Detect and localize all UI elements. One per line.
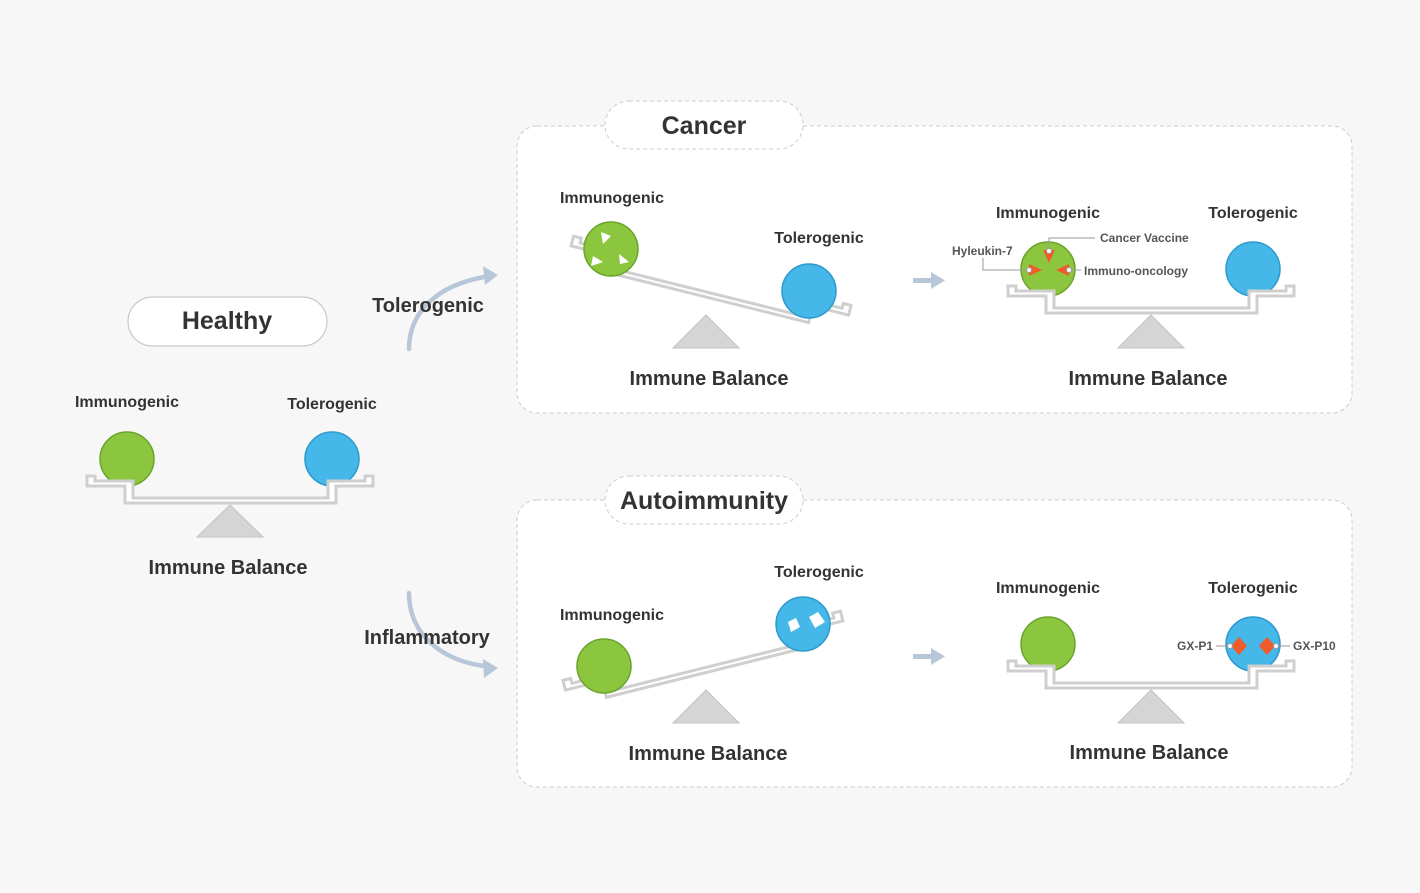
cancer-vaccine-annotation: Cancer Vaccine [1100,231,1189,245]
cancer-before-immunogenic-ball [583,221,639,277]
cancer-before-cell-markers [591,232,629,266]
healthy-immunogenic-ball [99,431,155,487]
autoimmunity-annotation-leaders [1216,643,1290,649]
cancer-before-tolerogenic-ball [781,263,837,319]
cancer-annotation-leaders [982,237,1095,273]
healthy-tolerogenic-ball [304,431,360,487]
healthy-fulcrum [195,504,265,538]
cancer-after-tolerogenic-label: Tolerogenic [1208,205,1298,222]
healthy-scale [85,431,375,538]
autoimmunity-before-cell-markers [788,612,825,632]
cancer-transition-arrow [913,272,945,289]
cancer-after-scale [982,237,1296,349]
autoimmunity-after-balance-label: Immune Balance [1070,742,1229,764]
autoimmunity-before-immunogenic-label: Immunogenic [560,607,664,624]
cancer-before-immunogenic-label: Immunogenic [560,190,664,207]
cancer-title-pill: Cancer [604,100,804,150]
autoimmunity-transition-arrow [913,648,945,665]
autoimmunity-after-scale [1006,616,1296,724]
inflammatory-flow-arrow [406,590,498,678]
inflammatory-flow-label: Inflammatory [364,627,490,649]
autoimmunity-title-pill: Autoimmunity [604,475,804,525]
cancer-after-balance-label: Immune Balance [1069,368,1228,390]
autoimmunity-after-immunogenic-ball [1020,616,1076,672]
cancer-after-immunogenic-label: Immunogenic [996,205,1100,222]
autoimmunity-before-immunogenic-ball [576,638,632,694]
autoimmunity-after-immunogenic-label: Immunogenic [996,580,1100,597]
tolerogenic-flow-arrow [406,266,498,352]
hyleukin-annotation: Hyleukin-7 [952,244,1013,258]
cancer-after-fulcrum [1116,314,1186,349]
autoimmunity-title: Autoimmunity [620,487,788,515]
cancer-before-scale [569,221,853,349]
autoimmunity-after-tolerogenic-label: Tolerogenic [1208,580,1298,597]
healthy-title: Healthy [182,307,272,335]
autoimmunity-before-balance-label: Immune Balance [629,743,788,765]
cancer-after-tolerogenic-ball [1225,241,1281,297]
autoimmunity-after-fulcrum [1116,689,1186,724]
healthy-title-pill: Healthy [127,296,328,347]
cancer-before-balance-label: Immune Balance [630,368,789,390]
healthy-immunogenic-label: Immunogenic [75,394,179,411]
autoimmunity-before-tolerogenic-label: Tolerogenic [774,564,864,581]
cancer-title: Cancer [662,112,747,140]
immuno-oncology-annotation: Immuno-oncology [1084,264,1188,278]
gx-p1-annotation: GX-P1 [1177,639,1213,653]
cancer-before-fulcrum [671,314,741,349]
cancer-before-tolerogenic-label: Tolerogenic [774,230,864,247]
autoimmunity-before-scale [561,596,845,724]
autoimmunity-before-tolerogenic-ball [775,596,831,652]
autoimmunity-before-fulcrum [671,689,741,724]
healthy-balance-label: Immune Balance [149,557,308,579]
autoimmunity-intervention-markers [1231,637,1275,655]
tolerogenic-flow-label: Tolerogenic [372,295,484,317]
cancer-intervention-markers [1029,250,1069,276]
healthy-tolerogenic-label: Tolerogenic [287,396,377,413]
gx-p10-annotation: GX-P10 [1293,639,1336,653]
